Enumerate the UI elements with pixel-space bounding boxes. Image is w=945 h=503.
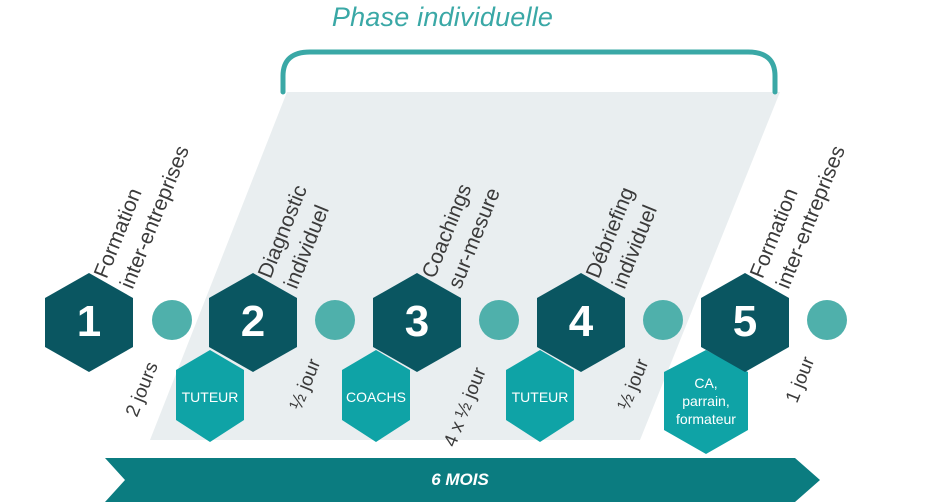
timeline-arrow	[105, 458, 820, 502]
role-hexagon-2	[176, 350, 244, 442]
role-label-5-line3: formateur	[676, 411, 736, 427]
step-hexagon-1	[45, 273, 133, 372]
individual-phase-band	[150, 92, 780, 440]
phase-title: Phase individuelle	[331, 2, 554, 32]
role-hexagon-3	[342, 350, 410, 442]
role-label-5-line2: parrain,	[682, 393, 730, 409]
step-number-3: 3	[404, 297, 430, 346]
connector-dot-5	[807, 300, 847, 340]
connector-dot-2	[315, 300, 355, 340]
role-label-5-line1: CA,	[694, 375, 718, 391]
step-hexagon-5	[701, 273, 789, 372]
connector-dot-1	[152, 300, 192, 340]
phase-bracket	[280, 49, 778, 95]
connector-dot-3	[479, 300, 519, 340]
step-number-2: 2	[240, 297, 266, 346]
role-label-3: COACHS	[346, 389, 406, 405]
role-hexagon-5	[664, 350, 748, 454]
role-label-4: TUTEUR	[511, 389, 569, 405]
step-hexagon-2	[209, 273, 297, 372]
step-hexagon-4	[537, 273, 625, 372]
step-hexagon-3	[373, 273, 461, 372]
role-hexagon-4	[506, 350, 574, 442]
step-number-5: 5	[732, 297, 758, 346]
role-label-2: TUTEUR	[181, 389, 239, 405]
timeline-label: 6 MOIS	[431, 470, 489, 489]
connector-dot-4	[643, 300, 683, 340]
step-number-4: 4	[568, 297, 594, 346]
step-number-1: 1	[76, 297, 102, 346]
role-label-5: CA, parrain, formateur	[656, 374, 756, 428]
